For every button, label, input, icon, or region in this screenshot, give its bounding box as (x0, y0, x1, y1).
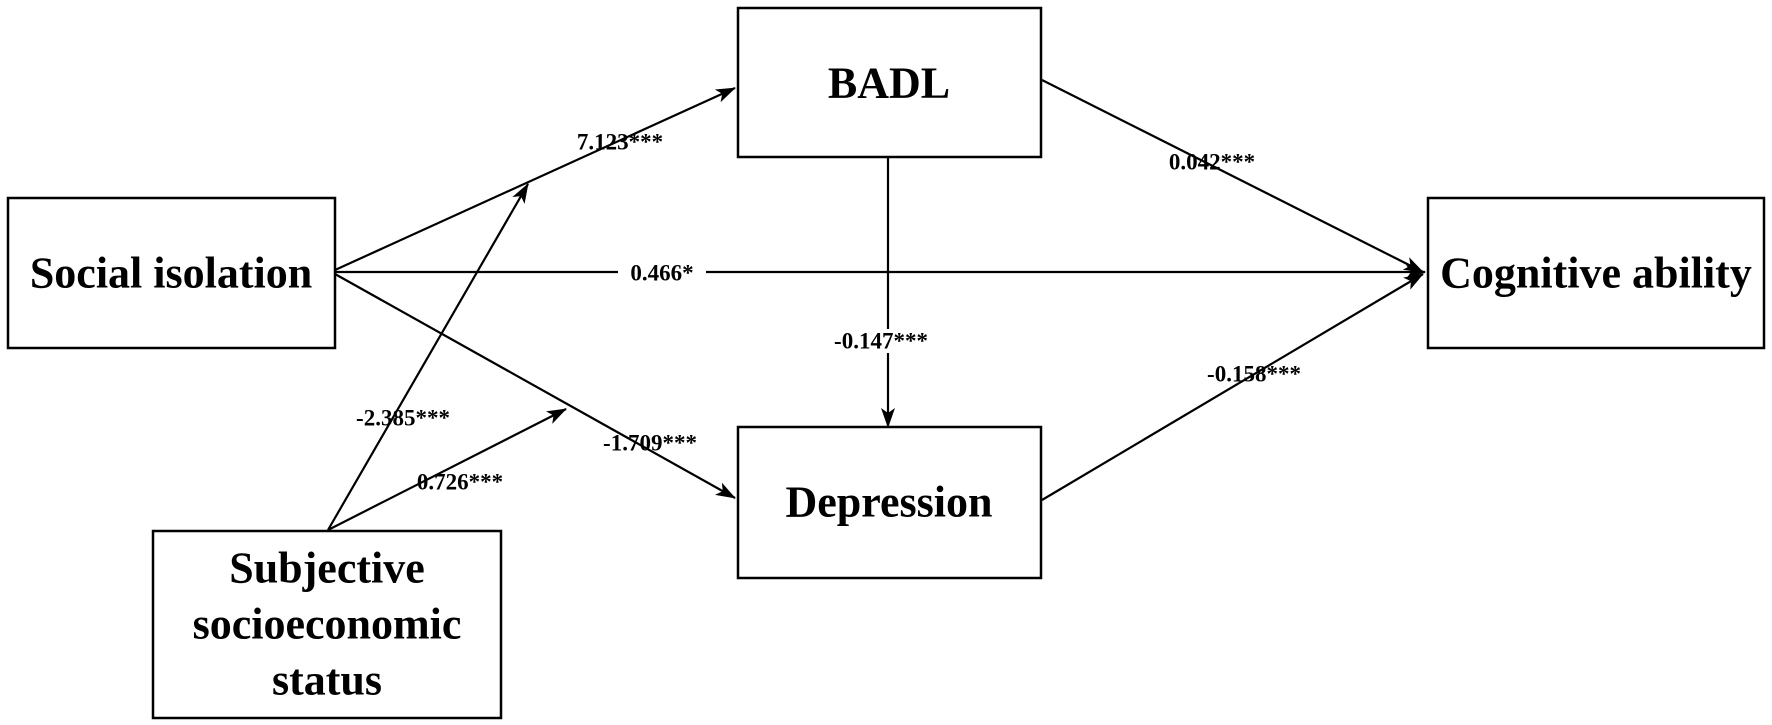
node-badl-label: BADL (828, 59, 950, 108)
node-ses-line-1: Subjective (229, 544, 425, 593)
label-badl-to-cog: 0.042*** (1169, 150, 1255, 175)
label-ses-mod-badl: -2.385*** (356, 406, 450, 431)
edge-si-to-badl (334, 86, 736, 272)
edge-dep-to-cog (1041, 273, 1424, 501)
edge-ses-mod-dep (327, 408, 567, 531)
node-ses-line-2: socioeconomic (193, 600, 462, 649)
edge-labels: 0.466* -0.147*** 7.123*** 0.042*** -0.15… (356, 130, 1301, 495)
node-subjective-ses: Subjective socioeconomic status (151, 529, 503, 720)
label-badl-to-dep: -0.147*** (834, 329, 928, 354)
edge-si-to-dep (334, 273, 736, 499)
label-dep-to-cog: -0.158*** (1207, 362, 1301, 387)
label-si-to-dep: -1.709*** (603, 431, 697, 456)
edge-badl-to-cog (1041, 79, 1424, 273)
node-social-isolation: Social isolation (6, 196, 337, 350)
label-ses-mod-dep: 0.726*** (417, 470, 503, 495)
node-depression: Depression (736, 425, 1043, 580)
node-badl: BADL (736, 6, 1043, 159)
node-cognitive-ability-label: Cognitive ability (1440, 249, 1752, 298)
label-si-to-cog: 0.466* (630, 261, 693, 286)
node-social-isolation-label: Social isolation (30, 249, 312, 298)
edge-ses-mod-badl (327, 183, 529, 531)
edges (327, 79, 1426, 531)
label-si-to-badl: 7.123*** (577, 130, 663, 155)
node-cognitive-ability: Cognitive ability (1426, 196, 1766, 350)
node-ses-line-3: status (272, 656, 382, 705)
node-depression-label: Depression (786, 478, 993, 527)
